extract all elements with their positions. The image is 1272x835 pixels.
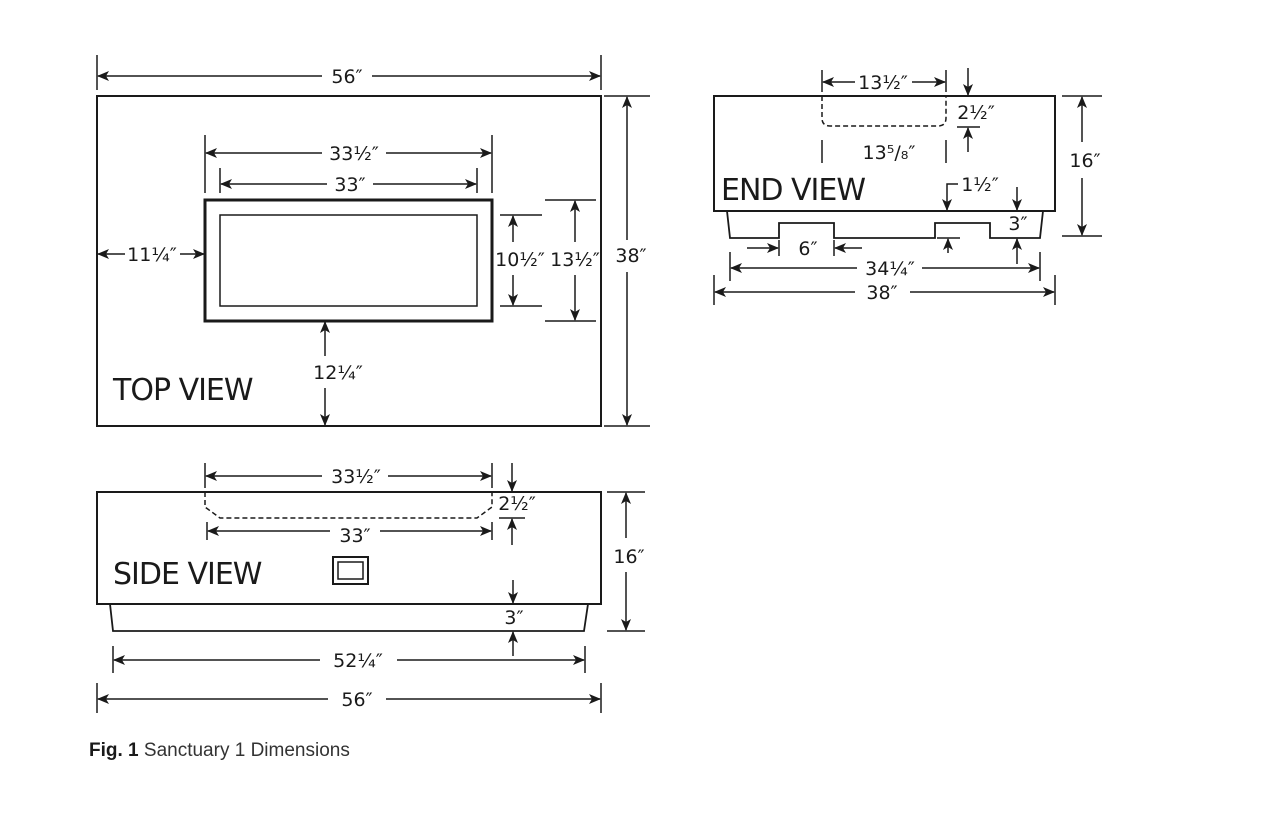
end-view: 13½″ 2½″ 13⁵/₈″ 16″ END VIEW 1½″ 3″ 6″ — [713, 68, 1102, 305]
end-step-height-dimension: 1½″ — [961, 174, 999, 196]
side-recess-inner-width-dimension: 33″ — [339, 525, 370, 547]
side-view: 33½″ 2½″ 33″ 16″ 3″ SIDE VIEW 52¼″ — [96, 463, 645, 713]
top-view-outline — [96, 95, 602, 427]
top-view: 56″ 38″ 33½″ 33″ 10½″ 13½″ 11¼ — [96, 55, 650, 427]
end-recess-depth-dimension: 2½″ — [957, 102, 995, 124]
top-width-dimension: 56″ — [331, 66, 362, 88]
figure-title: Sanctuary 1 Dimensions — [143, 740, 350, 761]
end-view-label: END VIEW — [721, 173, 865, 208]
opening-inner-height-dimension: 10½″ — [495, 249, 545, 271]
end-height-dimension: 16″ — [1069, 150, 1100, 172]
end-view-body — [713, 95, 1056, 212]
end-notch-width-dimension: 6″ — [798, 238, 817, 260]
end-base-width-dimension: 34¼″ — [865, 258, 915, 280]
side-view-base — [109, 603, 589, 632]
top-height-dimension: 38″ — [615, 245, 646, 267]
side-view-recess — [204, 492, 493, 519]
side-vent — [332, 556, 369, 585]
end-width-dimension: 38″ — [866, 282, 897, 304]
side-height-dimension: 16″ — [613, 546, 644, 568]
side-base-height-dimension: 3″ — [504, 607, 523, 629]
opening-outer-height-dimension: 13½″ — [550, 249, 600, 271]
side-length-dimension: 56″ — [341, 689, 372, 711]
end-base-height-dimension: 3″ — [1008, 213, 1027, 235]
end-recess-width-dimension: 13½″ — [858, 72, 908, 94]
opening-inner — [219, 214, 478, 307]
opening-outer-width-dimension: 33½″ — [329, 143, 379, 165]
side-base-length-dimension: 52¼″ — [333, 650, 383, 672]
end-view-recess — [821, 96, 947, 127]
figure-number: Fig. 1 — [89, 740, 139, 761]
end-view-base — [726, 210, 1044, 239]
figure-caption: Fig. 1 Sanctuary 1 Dimensions — [89, 740, 350, 762]
side-view-label: SIDE VIEW — [113, 557, 262, 592]
opening-outer — [203, 198, 494, 323]
side-recess-outer-width-dimension: 33½″ — [331, 466, 381, 488]
side-view-body — [96, 491, 602, 605]
opening-inner-width-dimension: 33″ — [334, 174, 365, 196]
top-view-label: TOP VIEW — [112, 373, 253, 408]
end-recess-inner-dimension: 13⁵/₈″ — [863, 142, 916, 164]
left-offset-dimension: 11¼″ — [127, 244, 177, 266]
side-recess-depth-dimension: 2½″ — [498, 493, 536, 515]
bottom-offset-dimension: 12¼″ — [313, 362, 363, 384]
